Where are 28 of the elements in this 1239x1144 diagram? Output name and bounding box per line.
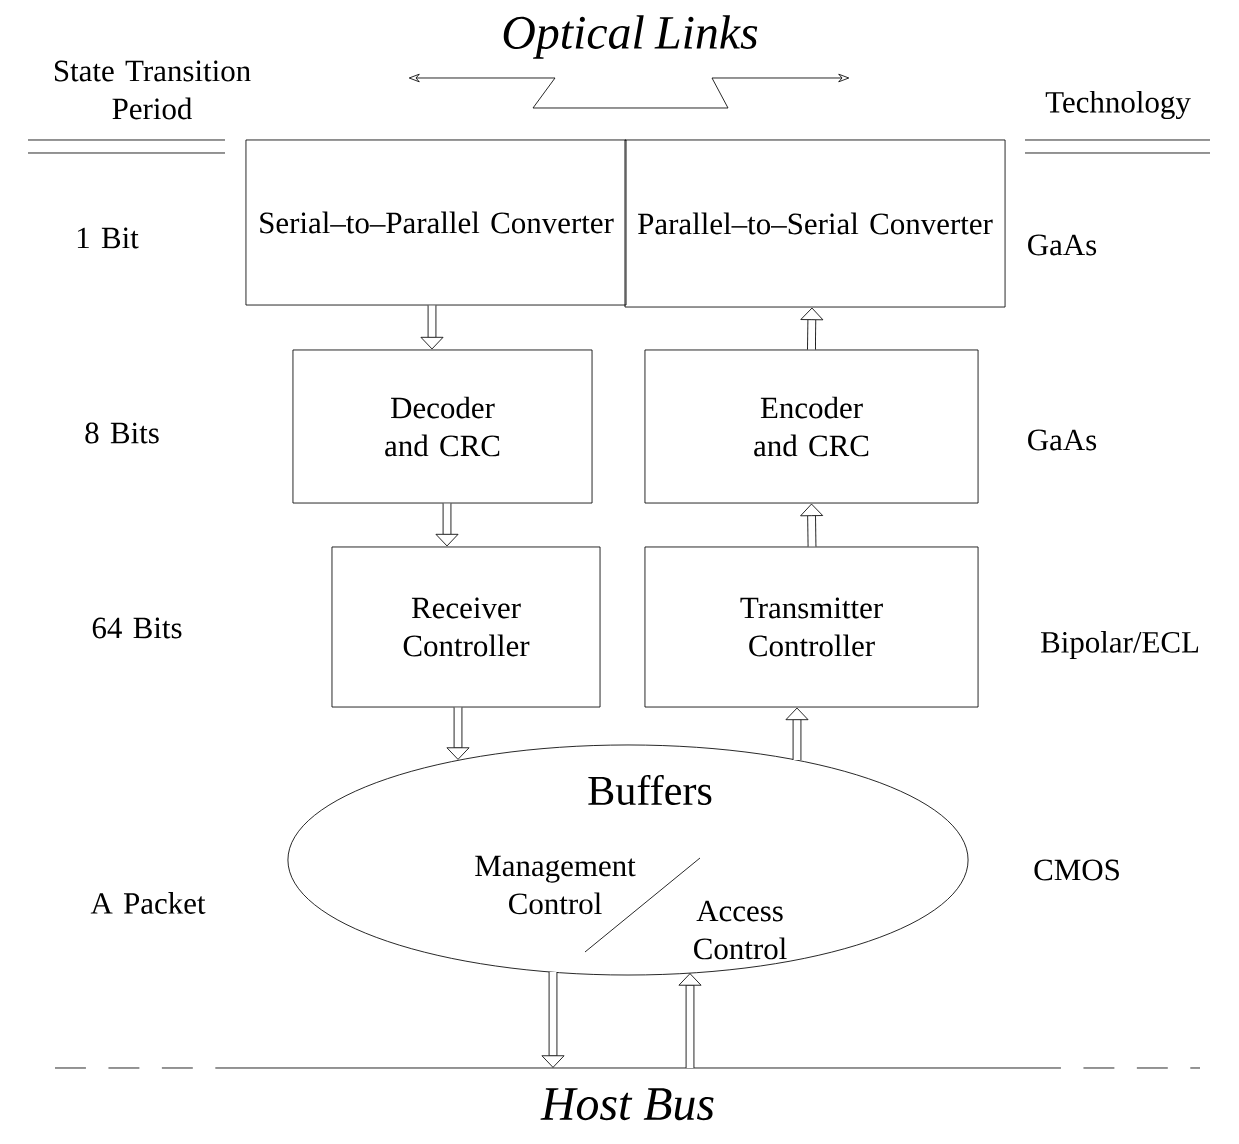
arrow [800,307,824,350]
buffer-label: Buffers [588,774,712,806]
process-box: Decoder and CRC [292,349,593,504]
process-box: Serial–to–Parallel Converter [245,139,627,306]
column-heading: State Transition Period [54,60,251,120]
technology-label: GaAs [1028,429,1097,451]
process-box: Parallel–to–Serial Converter [624,139,1006,308]
arrow [541,972,565,1068]
arrow [678,973,702,1068]
arrow [800,503,824,547]
period-label: A Packet [90,892,206,914]
process-box: Encoder and CRC [644,349,979,504]
column-heading: Technology [1045,90,1191,120]
arrow [435,503,459,547]
control-label: Management Control [475,855,636,915]
arrow [420,305,444,350]
title-label: Optical Links [503,15,758,59]
process-box: Receiver Controller [331,546,601,708]
period-label: 8 Bits [85,422,159,444]
process-box: Transmitter Controller [644,546,979,708]
period-label: 1 Bit [77,227,139,249]
period-label: 64 Bits [92,617,182,639]
arrow [446,707,470,760]
host-bus: Host Bus [54,1067,1201,1121]
arrow [785,707,809,760]
control-label: Access Control [694,900,787,960]
technology-label: CMOS [1034,859,1119,881]
technology-label: Bipolar/ECL [1041,631,1199,660]
